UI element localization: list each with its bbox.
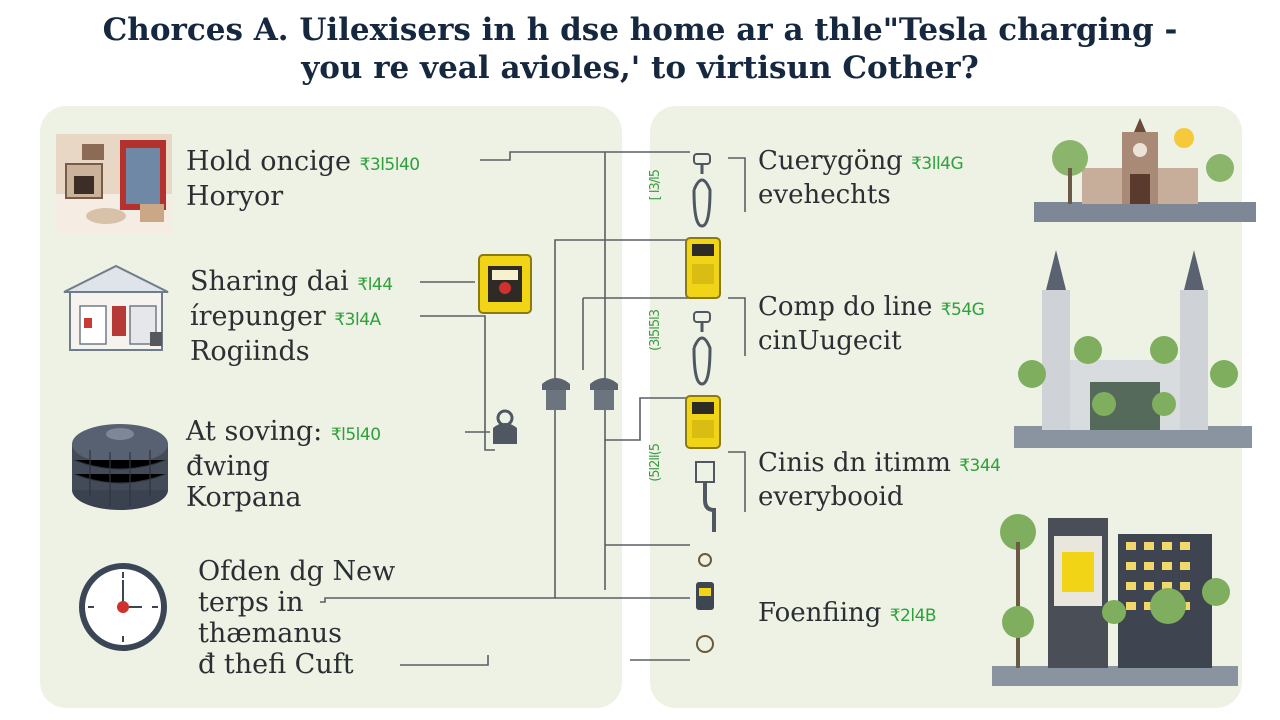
right-item-2-price: ₹54G [940,300,985,320]
left-item-3: At soving: ₹l5l40 đwing Korpana [186,416,381,513]
plug-connector-icon-1 [542,378,570,410]
right-item-4: Foenfiing ₹2l4B [758,598,937,632]
left-item-3-line3: Korpana [186,482,302,513]
cable-plug-icon [695,461,716,532]
vertical-tag-1: [ l3/l5 [648,170,663,201]
left-item-1-price: ₹3l5l40 [359,155,421,175]
lock-connector-icon [493,409,517,444]
charger-icon-2 [685,395,721,449]
left-item-2-line1: Sharing dai [190,266,349,297]
left-item-2-price2: ₹3l4A [334,310,381,330]
diagram-title-line2: you re veal avioles,' to virtisun Cother… [301,50,979,86]
left-item-4-line3: thæmanus [198,618,342,649]
right-item-2-line1: Comp do line [758,292,933,322]
left-item-1: Hold oncige ₹3l5l40 Horyor [186,146,420,212]
left-item-3-line1: At soving: [186,416,323,447]
charging-tower-illustration [992,514,1238,686]
cathedral-illustration [1014,250,1252,448]
right-item-2: Comp do line ₹54G cinUugecit [758,292,985,357]
left-item-2: Sharing dai ₹l44 írepunger ₹3l4A Rogiind… [190,266,393,367]
plug-connector-icon-2 [590,378,618,410]
right-item-1-line2: evehechts [758,180,891,210]
diagram-title-line1: Chorces A. Uilexisers in h dse home ar a… [102,12,1178,48]
right-item-4-line1: Foenfiing [758,598,882,628]
left-item-2-line2: írepunger [190,301,326,332]
vertical-tag-3: (5l2ll(5 [648,444,663,482]
right-item-3-price: ₹344 [959,456,1001,476]
left-item-4-line4: đ thefi Cuft [198,649,354,680]
storage-tank-icon [72,424,168,510]
house-icon [63,264,169,351]
left-item-4: Ofden dg New terps in thæmanus đ thefi C… [198,556,395,680]
town-hall-illustration [1034,118,1256,222]
left-item-2-price: ₹l44 [357,275,393,295]
lantern-charger-icon [696,553,714,653]
left-item-4-line2: terps in [198,587,304,618]
living-room-icon [56,134,172,234]
right-item-1: Cuerygöng ₹3ll4G evehechts [758,146,964,211]
left-item-3-line2: đwing [186,451,270,482]
right-item-2-line2: cinUugecit [758,326,902,356]
left-item-4-line1: Ofden dg New [198,556,396,587]
right-item-3-line2: everybooid [758,482,904,512]
cable-hook-icon-1 [692,153,712,228]
right-item-1-price: ₹3ll4G [911,154,964,174]
right-item-4-price: ₹2l4B [889,606,937,626]
charger-station-icon [478,254,532,314]
charger-icon-1 [685,237,721,299]
left-item-1-line2: Horyor [186,181,284,212]
left-item-2-line3: Rogiinds [190,336,310,367]
right-item-1-line1: Cuerygöng [758,146,903,176]
right-item-3: Cinis dn itimm ₹344 everybooid [758,448,1001,513]
left-item-1-line1: Hold oncige [186,146,351,177]
left-item-3-price: ₹l5l40 [330,425,381,445]
clock-gauge-icon [79,563,167,651]
right-item-3-line1: Cinis dn itimm [758,448,951,478]
vertical-tag-2: (3l5l5l3 [648,310,663,351]
cable-hook-icon-2 [692,311,712,386]
